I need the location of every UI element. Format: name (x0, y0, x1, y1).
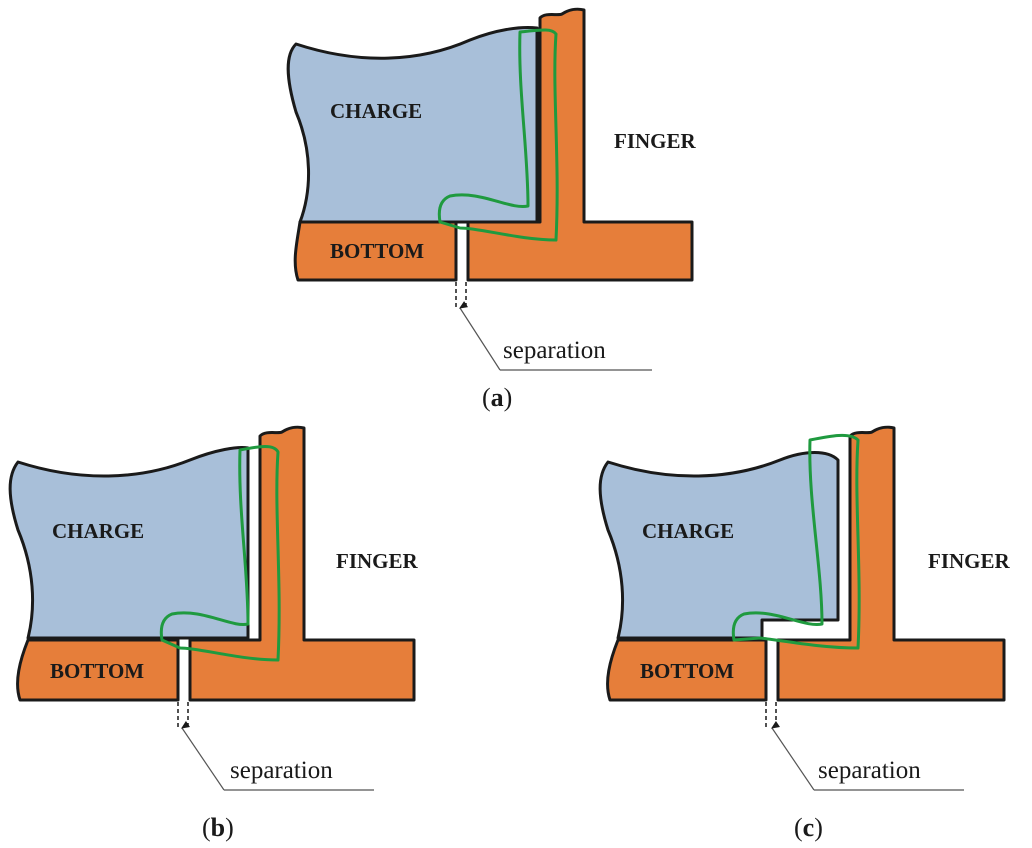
caption: (c) (794, 813, 823, 842)
bottom-plate (606, 638, 768, 702)
separation-label: separation (230, 757, 333, 784)
finger-label: FINGER (336, 549, 419, 573)
finger-label: FINGER (614, 129, 697, 153)
panel-b: CHARGE FINGER BOTTOM separation (b) (8, 425, 419, 842)
bottom-plate (16, 638, 180, 702)
separation-label: separation (818, 757, 921, 784)
charge-block (8, 446, 250, 640)
bottom-plate (293, 220, 458, 282)
deformation-contour (731, 433, 861, 650)
bottom-label: BOTTOM (640, 659, 734, 683)
finger-body (466, 7, 694, 282)
panel-a: CHARGE FINGER BOTTOM separation (a) (286, 7, 697, 412)
finger-body (776, 425, 1006, 702)
panel-c: CHARGE FINGER BOTTOM separation (c) (598, 425, 1011, 842)
caption: (b) (202, 813, 234, 842)
charge-label: CHARGE (330, 99, 422, 123)
bottom-label: BOTTOM (330, 239, 424, 263)
finger-label: FINGER (928, 549, 1011, 573)
finger-body (188, 425, 416, 702)
charge-block (286, 26, 539, 224)
charge-label: CHARGE (52, 519, 144, 543)
bottom-label: BOTTOM (50, 659, 144, 683)
charge-label: CHARGE (642, 519, 734, 543)
charge-block (598, 451, 840, 640)
deformation-contour (437, 28, 559, 242)
deformation-contour (159, 445, 281, 662)
caption: (a) (482, 383, 512, 412)
separation-label: separation (503, 337, 606, 364)
